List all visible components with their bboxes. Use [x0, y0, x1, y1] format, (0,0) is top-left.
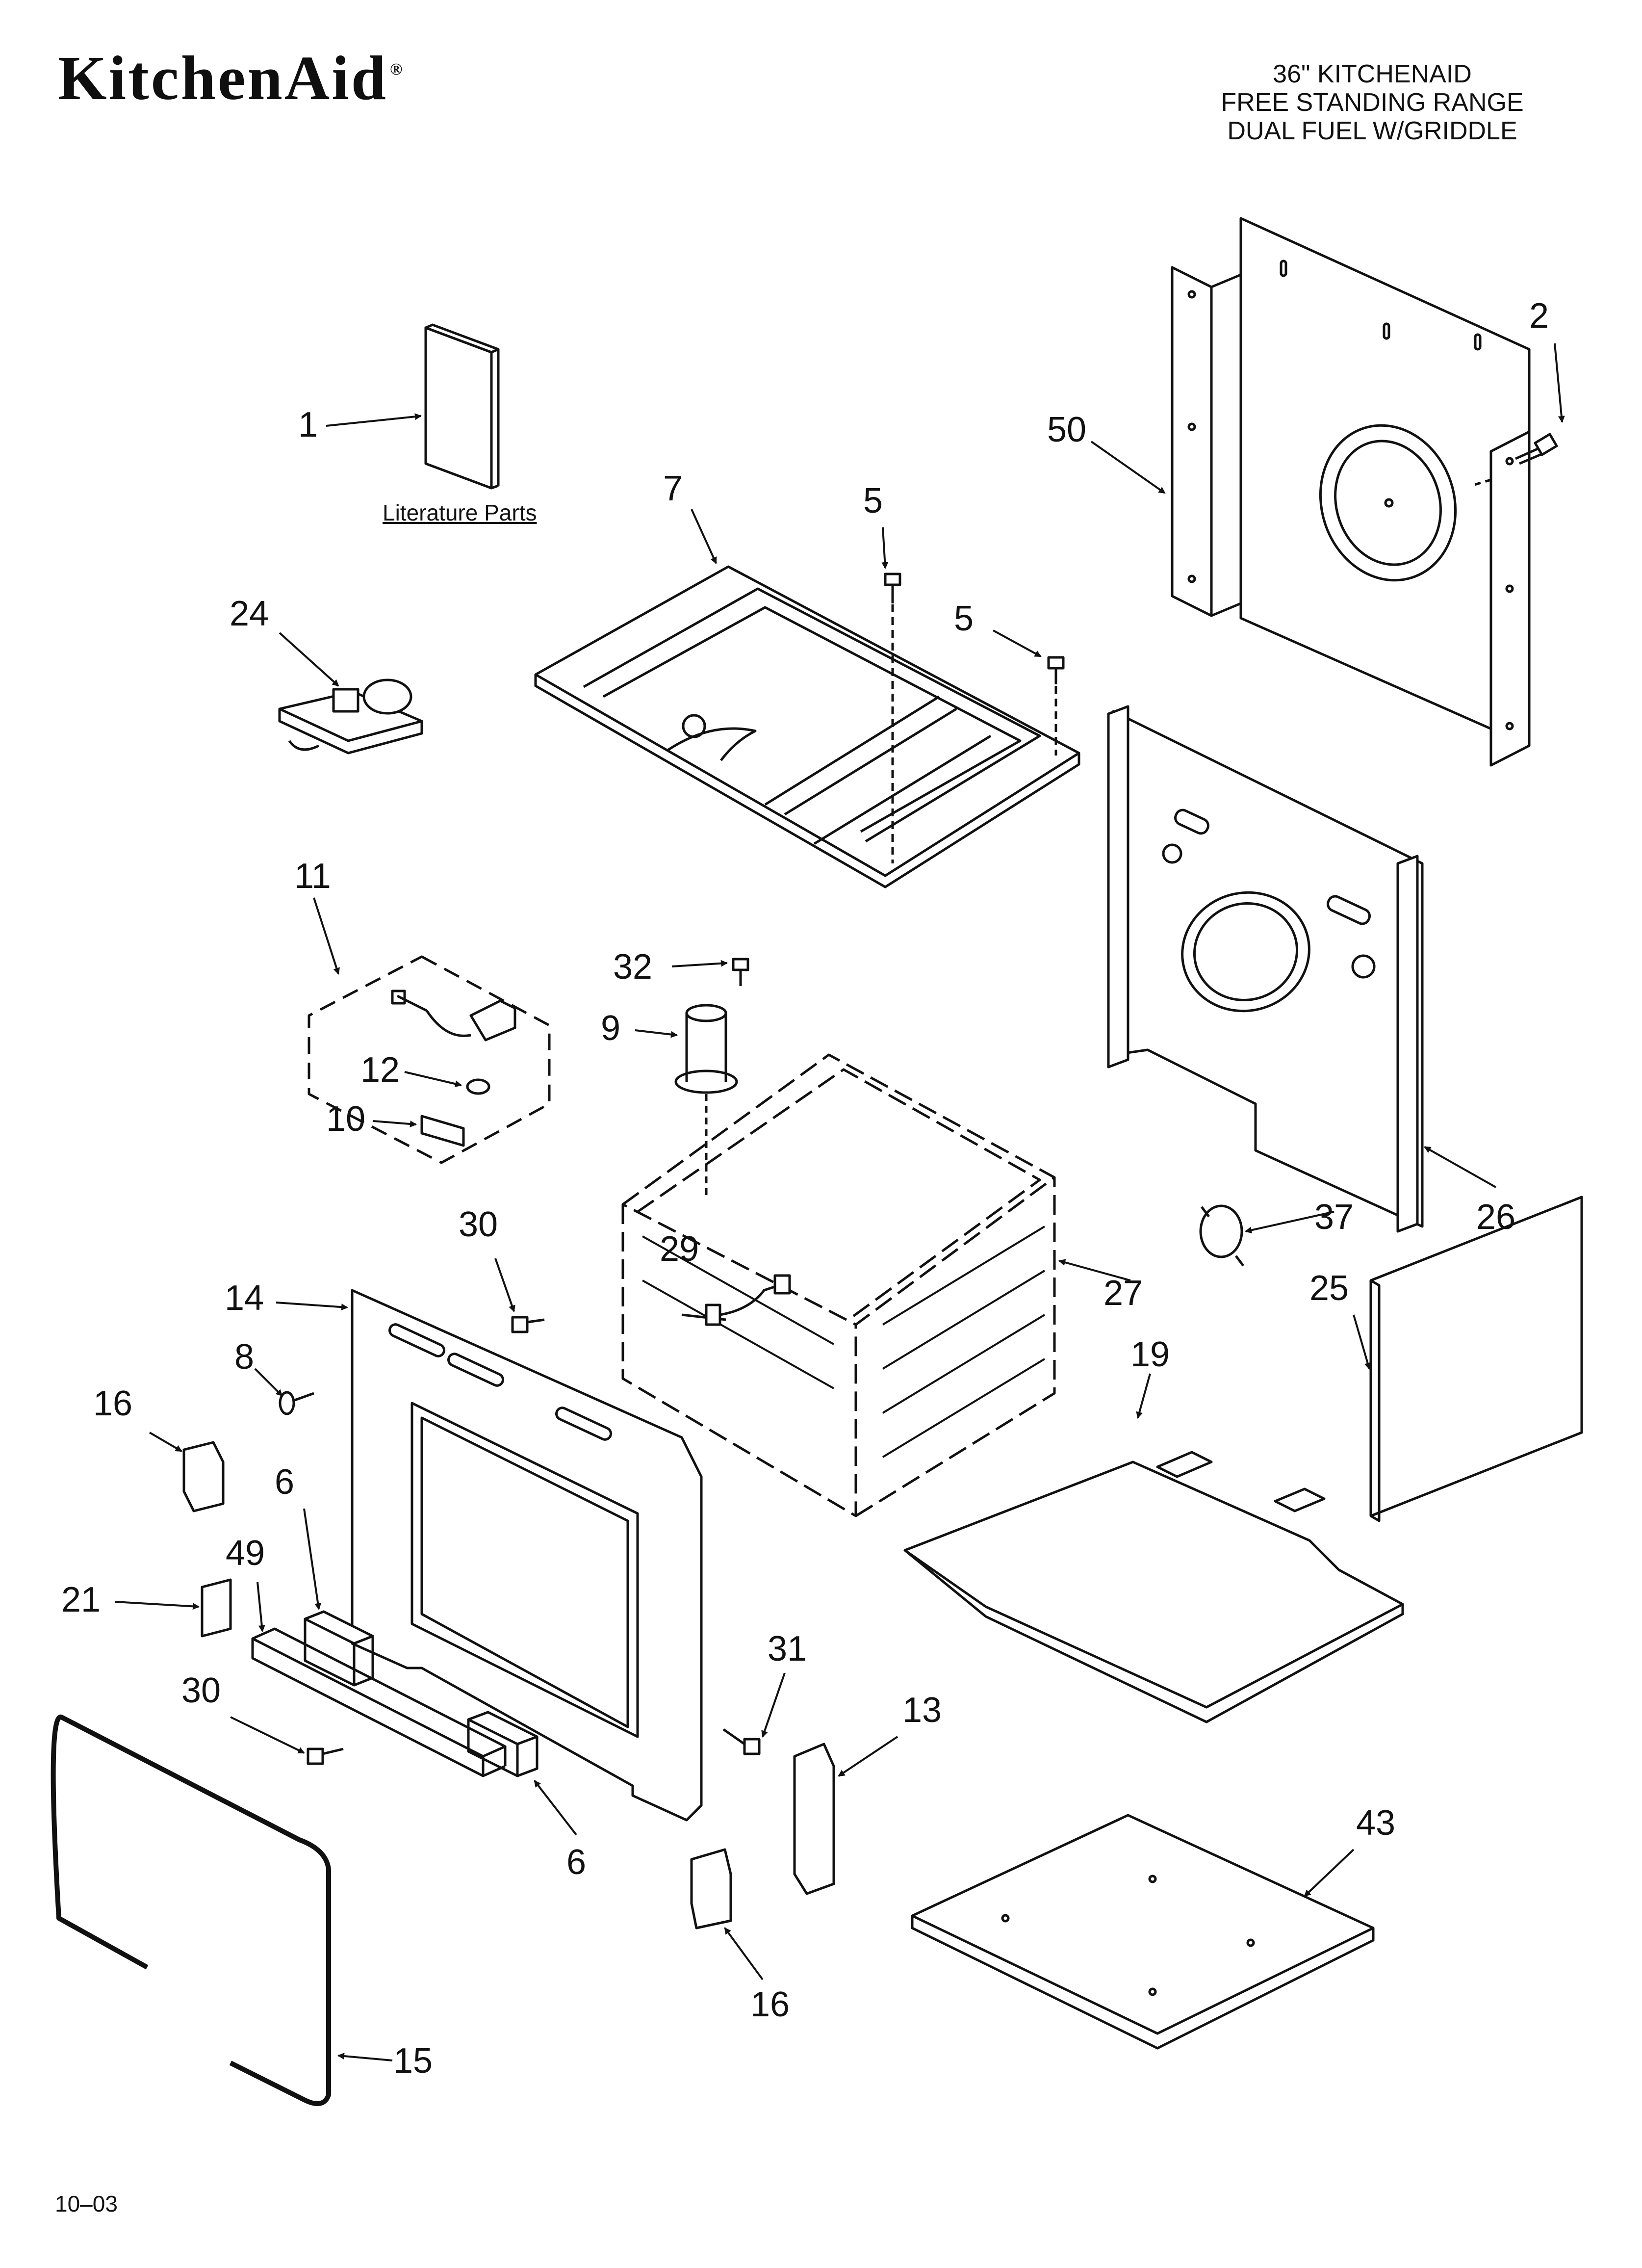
callout-24: 24 [230, 594, 269, 633]
callout-14: 14 [225, 1278, 264, 1318]
callout-6: 6 [275, 1462, 294, 1502]
callout-21: 21 [61, 1580, 101, 1619]
door-gasket-part [51, 1714, 331, 2106]
side-panel-part [1369, 1196, 1583, 1522]
insulation-block-part [251, 1610, 539, 1777]
callout-11: 11 [294, 857, 331, 896]
literature-booklet-part [424, 323, 500, 490]
rear-panel-part [1171, 217, 1531, 767]
callout-37: 37 [1314, 1198, 1354, 1237]
oven-front-frame-part [351, 1289, 703, 1822]
callout-30: 30 [459, 1205, 498, 1244]
callout-labels: 1 2 50 7 5 5 24 11 32 9 12 10 26 37 30 2… [61, 296, 1549, 2081]
literature-parts-label: Literature Parts [383, 500, 537, 525]
callout-12: 12 [360, 1050, 400, 1090]
temperature-sensor-part [681, 1274, 791, 1326]
title-line-1: 36" KITCHENAID [1273, 60, 1472, 88]
model-title: 36" KITCHENAID FREE STANDING RANGE DUAL … [1171, 60, 1573, 145]
callout-8: 8 [234, 1337, 254, 1377]
callout-7: 7 [663, 469, 683, 508]
screw-part [884, 573, 1065, 863]
clip-part [201, 1578, 232, 1638]
oven-top-frame-part [534, 565, 1080, 888]
title-line-3: DUAL FUEL W/GRIDDLE [1227, 117, 1517, 145]
callout-leaders [115, 343, 1565, 2061]
side-bracket-part [793, 1743, 835, 1895]
oven-cavity-part [621, 1053, 1056, 1517]
title-line-2: FREE STANDING RANGE [1221, 88, 1524, 117]
callout-1: 1 [298, 405, 318, 444]
callout-31: 31 [768, 1629, 807, 1668]
callout-19: 19 [1130, 1335, 1170, 1374]
oven-cavity-rack-slots [642, 1225, 1046, 1458]
thermostat-part [1199, 1204, 1244, 1267]
plug-button-part [279, 1391, 314, 1415]
callout-27: 27 [1103, 1274, 1143, 1313]
callout-9: 9 [601, 1009, 620, 1048]
callout-25: 25 [1309, 1269, 1349, 1308]
light-assembly-part [308, 955, 551, 1164]
callout-43: 43 [1356, 1803, 1395, 1843]
motor-bracket-part [278, 678, 423, 755]
callout-26: 26 [1476, 1198, 1515, 1237]
inner-rear-panel-part [1107, 705, 1424, 1233]
callout-16: 16 [750, 1985, 790, 2024]
screw-part [1514, 433, 1558, 465]
bottom-tray-part [903, 1451, 1404, 1723]
callout-10: 10 [326, 1099, 365, 1139]
callout-16: 16 [93, 1384, 132, 1423]
callout-13: 13 [902, 1691, 942, 1730]
base-plate-part [911, 1814, 1375, 2050]
callout-15: 15 [393, 2041, 433, 2081]
bracket-part [182, 1441, 732, 1929]
callout-30: 30 [181, 1671, 221, 1710]
callout-50: 50 [1047, 410, 1086, 449]
kitchenaid-logo: KitchenAid® [58, 43, 405, 113]
screw-part [307, 1316, 761, 1765]
callout-32: 32 [613, 947, 652, 987]
callout-6: 6 [566, 1843, 586, 1882]
vent-collar-part [674, 958, 749, 1197]
revision-date: 10–03 [55, 2191, 118, 2216]
callout-5: 5 [863, 481, 883, 521]
callout-5: 5 [954, 599, 974, 638]
callout-29: 29 [660, 1229, 699, 1269]
callout-2: 2 [1529, 296, 1549, 336]
callout-49: 49 [226, 1534, 265, 1573]
